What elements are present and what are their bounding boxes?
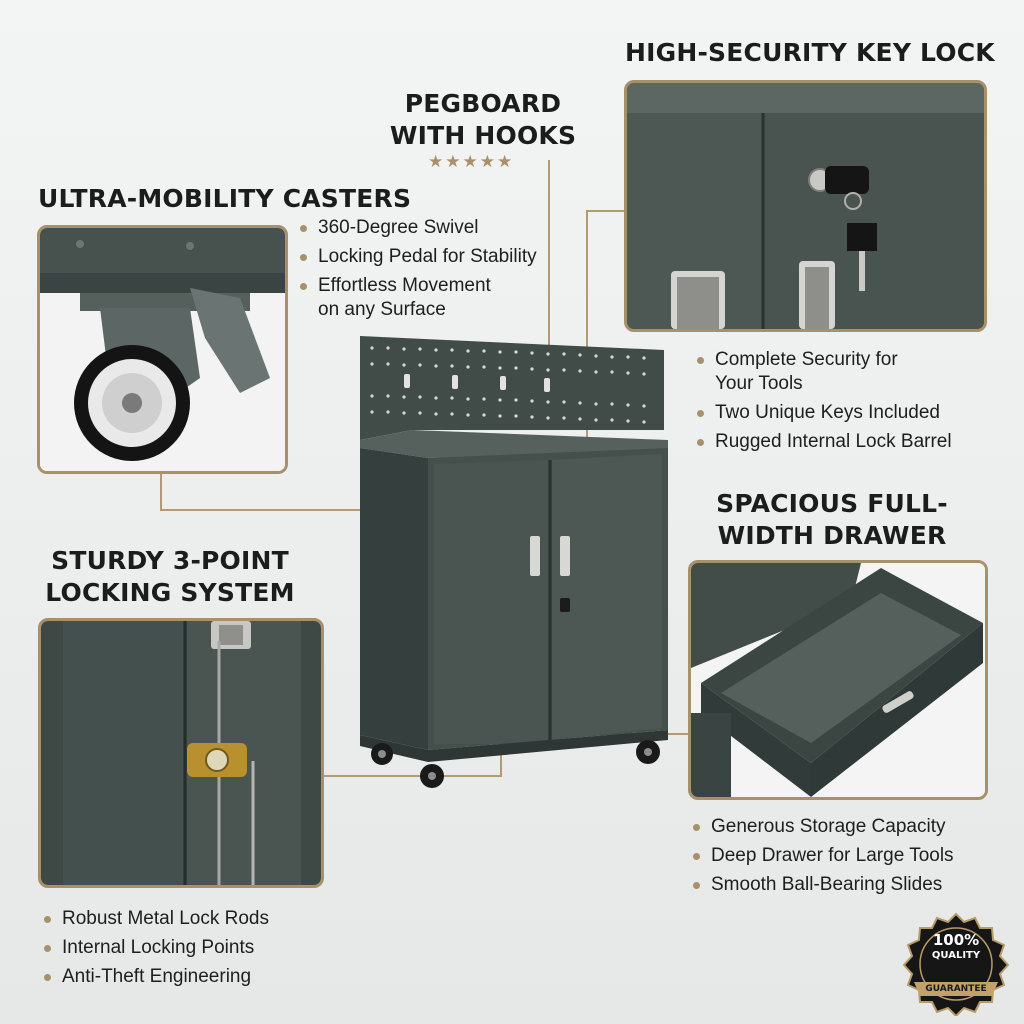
caster-bullet-1: 360-Degree Swivel <box>300 216 600 240</box>
badge-seal-icon <box>902 912 1010 1018</box>
caster-bullets: 360-Degree Swivel Locking Pedal for Stab… <box>300 216 600 327</box>
locking-system-heading-line1: STURDY 3-POINT <box>51 546 289 575</box>
rating-stars: ★★★★★ <box>428 152 515 172</box>
key-lock-inset <box>624 80 987 332</box>
pegboard-heading-line2: WITH HOOKS <box>389 121 577 150</box>
badge-percent: 100% <box>932 931 980 949</box>
key-lock-bullet-2: Two Unique Keys Included <box>697 401 1017 425</box>
locking-system-inset <box>38 618 324 888</box>
key-lock-bullet-1: Complete Security for Your Tools <box>697 348 1017 396</box>
locking-system-illustration <box>41 621 321 885</box>
tool-cabinet-illustration <box>360 336 668 788</box>
key-leader-h <box>586 210 624 212</box>
right-door <box>552 454 662 740</box>
caster-wheels <box>371 740 660 788</box>
lock-leader-h <box>324 775 502 777</box>
locking-bullet-3: Anti-Theft Engineering <box>44 965 364 989</box>
key-lock-bullets: Complete Security for Your Tools Two Uni… <box>697 348 1017 459</box>
quality-guarantee-badge: 100% QUALITY GUARANTEE <box>900 912 1012 1018</box>
drawer-illustration <box>691 563 985 797</box>
pegboard-leader <box>548 160 550 352</box>
drawer-bullet-2: Deep Drawer for Large Tools <box>693 844 1013 868</box>
locking-system-heading: STURDY 3-POINT LOCKING SYSTEM <box>40 545 300 609</box>
caster-leader-v <box>160 474 162 510</box>
drawer-heading-line2: WIDTH DRAWER <box>717 521 947 550</box>
pegboard-hooks <box>404 374 550 392</box>
pegboard-panel <box>360 336 664 440</box>
drawer-bullet-3: Smooth Ball-Bearing Slides <box>693 873 1013 897</box>
caster-illustration <box>40 228 285 471</box>
left-handle <box>530 536 540 576</box>
key-lock-bullet-3: Rugged Internal Lock Barrel <box>697 430 1017 454</box>
badge-guarantee: GUARANTEE <box>925 984 987 994</box>
pegboard-holes <box>370 346 646 424</box>
key-lock-illustration <box>627 83 984 329</box>
drawer-inset <box>688 560 988 800</box>
key-leader-v <box>586 210 588 470</box>
right-handle <box>560 536 570 576</box>
left-door <box>434 460 548 744</box>
drawer-heading: SPACIOUS FULL- WIDTH DRAWER <box>712 488 952 552</box>
drawer-heading-line1: SPACIOUS FULL- <box>716 489 948 518</box>
drawer-bullet-1: Generous Storage Capacity <box>693 815 1013 839</box>
drawer-bullets: Generous Storage Capacity Deep Drawer fo… <box>693 815 1013 902</box>
key-lock-heading: HIGH-SECURITY KEY LOCK <box>625 38 995 67</box>
caster-heading: ULTRA-MOBILITY CASTERS <box>38 184 412 213</box>
locking-system-bullets: Robust Metal Lock Rods Internal Locking … <box>44 907 364 994</box>
locking-system-heading-line2: LOCKING SYSTEM <box>45 578 295 607</box>
locking-bullet-2: Internal Locking Points <box>44 936 364 960</box>
cabinet-lock <box>560 598 570 612</box>
pegboard-heading-line1: PEGBOARD <box>404 89 562 118</box>
caster-bullet-2: Locking Pedal for Stability <box>300 245 600 269</box>
pegboard-heading: PEGBOARD WITH HOOKS <box>388 88 578 152</box>
caster-leader-h <box>160 509 360 511</box>
worktop <box>360 430 668 458</box>
cabinet-side <box>360 448 428 750</box>
locking-bullet-1: Robust Metal Lock Rods <box>44 907 364 931</box>
caster-inset <box>37 225 288 474</box>
badge-quality: QUALITY <box>931 950 981 961</box>
caster-bullet-3: Effortless Movement on any Surface <box>300 274 600 322</box>
